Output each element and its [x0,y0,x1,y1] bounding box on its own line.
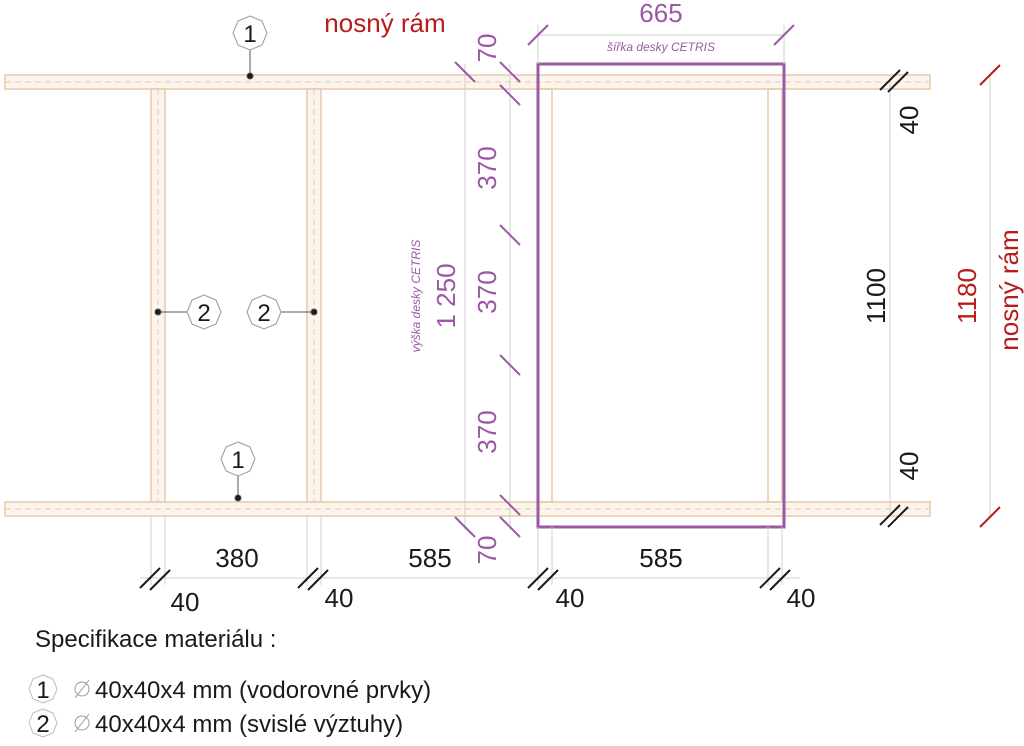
dim-585-left: 585 [408,543,451,573]
dim-40-top: 40 [894,106,924,135]
callout-2-right-label: 2 [257,300,270,327]
tick-marks-purple [454,24,795,538]
dim-585-right: 585 [639,543,682,573]
dim-370-c: 370 [472,410,502,453]
callout-leaders [154,48,318,502]
stiffener-panel-left [537,88,553,503]
spec-item-2-num: 2 [36,711,49,738]
dim-370-b: 370 [472,270,502,313]
dim-380: 380 [215,543,258,573]
dim-40-c: 40 [556,583,585,613]
callout-bubble-1-top: 1 [232,15,268,51]
callout-1-bottom-label: 1 [231,447,244,474]
callout-2-left-label: 2 [197,300,210,327]
horizontal-frame-members [4,74,931,517]
spec-item-2-text: 40x40x4 mm (svislé výztuhy) [95,711,403,738]
spec-item-1-num: 1 [36,677,49,704]
dim-70-top: 70 [472,34,502,63]
callout-bubble-2-right: 2 [246,294,282,330]
spec-title: Specifikace materiálu : [35,626,276,653]
stiffener-panel-right [767,88,783,503]
dim-40-b: 40 [325,583,354,613]
dim-1180: 1180 [952,268,982,324]
diameter-icon [74,713,90,733]
vertical-stiffeners [150,88,783,503]
cetris-panel [536,62,786,529]
tick-marks-red [979,64,1001,528]
dim-40-bottom: 40 [894,452,924,481]
dim-665: 665 [639,0,682,28]
spec-item-1-text: 40x40x4 mm (vodorovné prvky) [95,677,431,704]
callout-1-top-label: 1 [243,21,256,48]
sirka-desky-label: šířka desky CETRIS [607,40,715,54]
dim-1100: 1100 [861,268,891,324]
callout-bubble-1-bottom: 1 [220,441,256,477]
dim-370-a: 370 [472,146,502,189]
dim-1250: 1 250 [431,263,461,328]
dim-40-d: 40 [787,583,816,613]
nosny-ram-right-label: nosný rám [994,229,1024,350]
spec-item-1: 1 40x40x4 mm (vodorovné prvky) [28,674,431,704]
diameter-icon [74,679,90,699]
spec-item-2: 2 40x40x4 mm (svislé výztuhy) [28,708,403,738]
dim-40-a: 40 [171,587,200,617]
tick-marks-black [139,69,909,591]
dim-70-bottom: 70 [472,536,502,565]
specification: Specifikace materiálu : 1 40x40x4 mm (vo… [28,626,431,738]
nosny-ram-top-label: nosný rám [324,8,445,38]
vyska-desky-label: výška desky CETRIS [409,240,423,353]
callout-bubble-2-left: 2 [186,294,222,330]
